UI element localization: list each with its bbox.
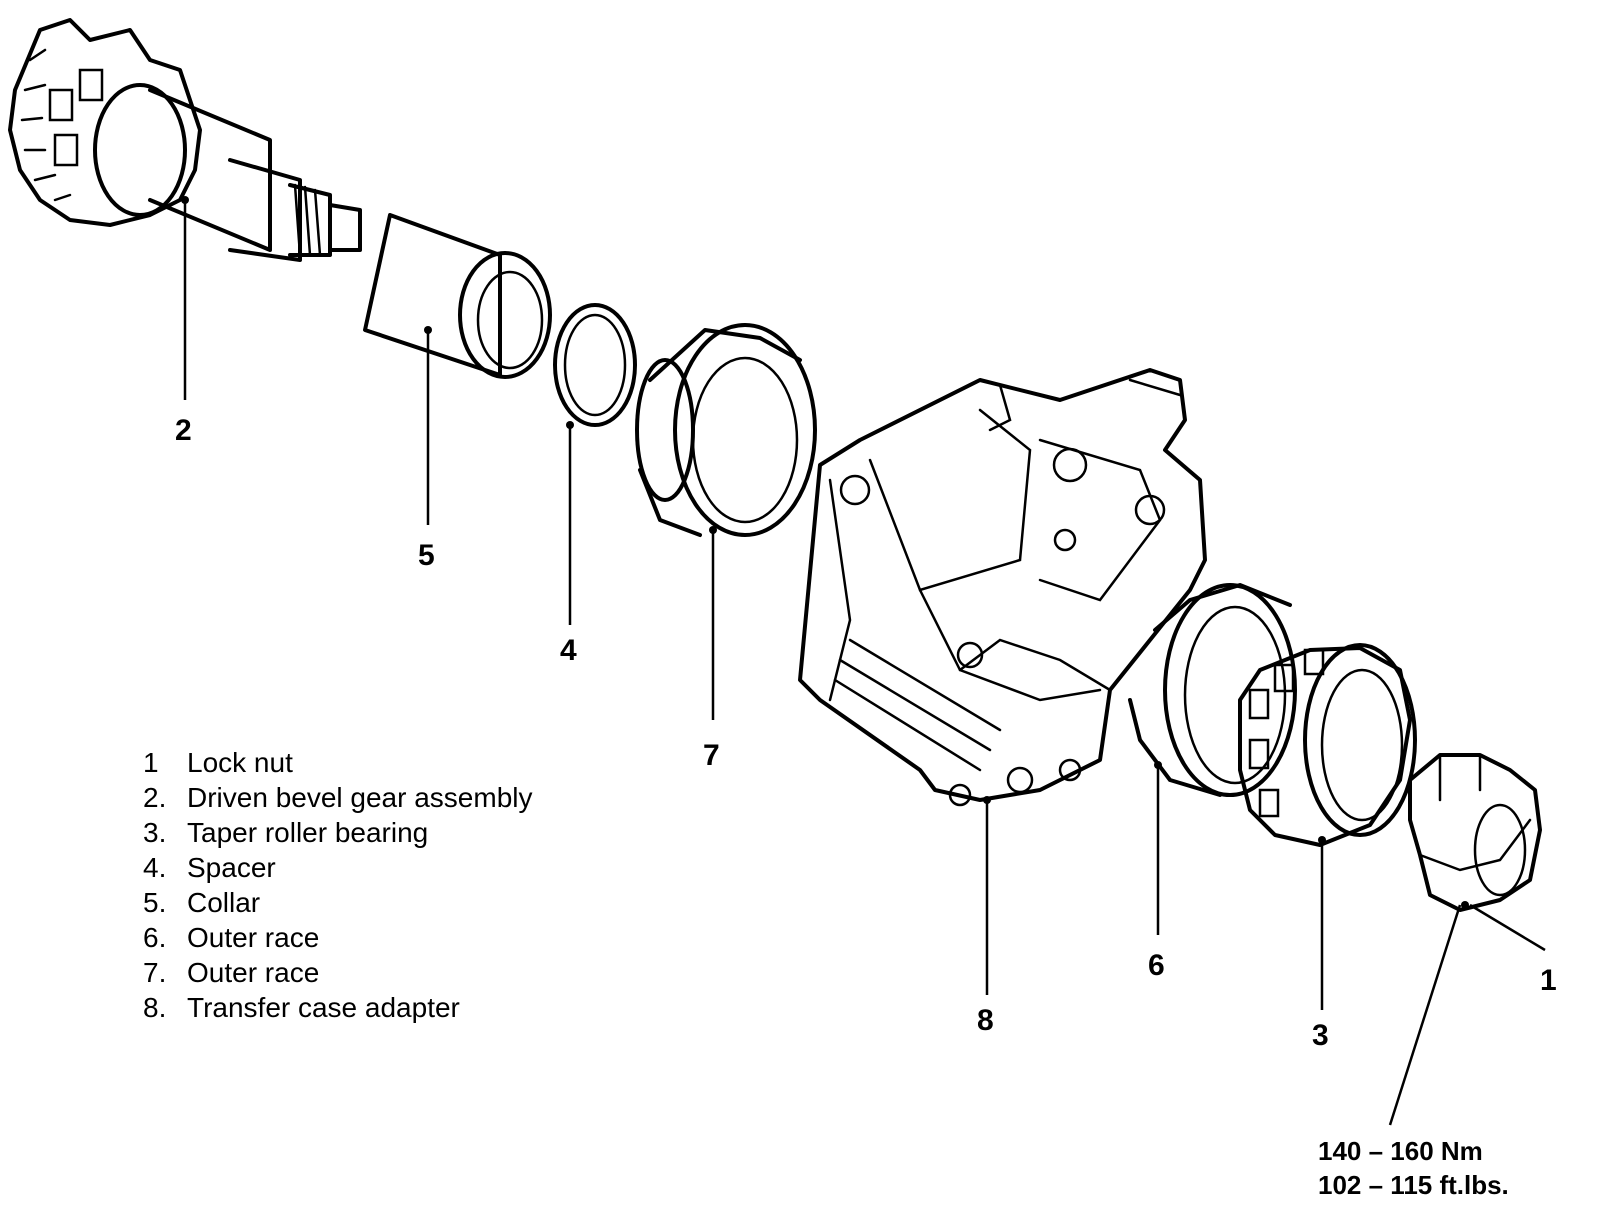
legend-label: Spacer: [187, 852, 276, 883]
driven-bevel-gear-assembly: [8, 18, 362, 262]
leader-torque: [1388, 904, 1462, 1126]
legend-label: Transfer case adapter: [187, 992, 460, 1023]
legend-label: Collar: [187, 887, 261, 918]
callout-7: 7: [703, 739, 720, 772]
legend-label: Taper roller bearing: [187, 817, 429, 848]
legend-number: 3.: [143, 817, 167, 848]
legend-number: 7.: [143, 957, 167, 988]
legend-number: 2.: [143, 782, 167, 813]
callout-8: 8: [977, 1004, 994, 1037]
legend-item: 4. Spacer: [143, 850, 533, 885]
legend-item: 1 Lock nut: [143, 745, 533, 780]
legend-number: 5.: [143, 887, 167, 918]
legend-label: Outer race: [187, 922, 320, 953]
outer-race-6: [1128, 583, 1297, 797]
legend-label: Outer race: [187, 957, 320, 988]
lock-nut: [1408, 753, 1542, 912]
leader-1: [1469, 903, 1546, 952]
leader-dots: [181, 196, 1469, 909]
outer-race-7: [635, 323, 817, 537]
callout-2: 2: [175, 414, 192, 447]
legend-item: 7. Outer race: [143, 955, 533, 990]
callout-4: 4: [560, 634, 577, 667]
legend-label: Lock nut: [187, 747, 293, 778]
legend-number: 6.: [143, 922, 167, 953]
torque-imperial: 102 – 115 ft.lbs.: [1318, 1170, 1509, 1200]
taper-roller-bearing: [1238, 643, 1417, 847]
callout-5: 5: [418, 539, 435, 572]
callout-3: 3: [1312, 1019, 1329, 1052]
torque-metric: 140 – 160 Nm: [1318, 1136, 1483, 1166]
callout-1: 1: [1540, 964, 1557, 997]
callout-6: 6: [1148, 949, 1165, 982]
spacer: [553, 303, 637, 427]
legend-item: 3. Taper roller bearing: [143, 815, 533, 850]
legend-number: 4.: [143, 852, 167, 883]
parts-legend: 1 Lock nut 2. Driven bevel gear assembly 3…: [143, 745, 533, 1025]
collar: [363, 213, 552, 379]
legend-item: 2. Driven bevel gear assembly: [143, 780, 533, 815]
legend-number: 8.: [143, 992, 167, 1023]
legend-number: 1: [143, 747, 159, 778]
legend-item: 5. Collar: [143, 885, 533, 920]
legend-label: Driven bevel gear assembly: [187, 782, 533, 813]
legend-item: 8. Transfer case adapter: [143, 990, 533, 1025]
legend-item: 6. Outer race: [143, 920, 533, 955]
transfer-case-adapter: [798, 368, 1207, 807]
